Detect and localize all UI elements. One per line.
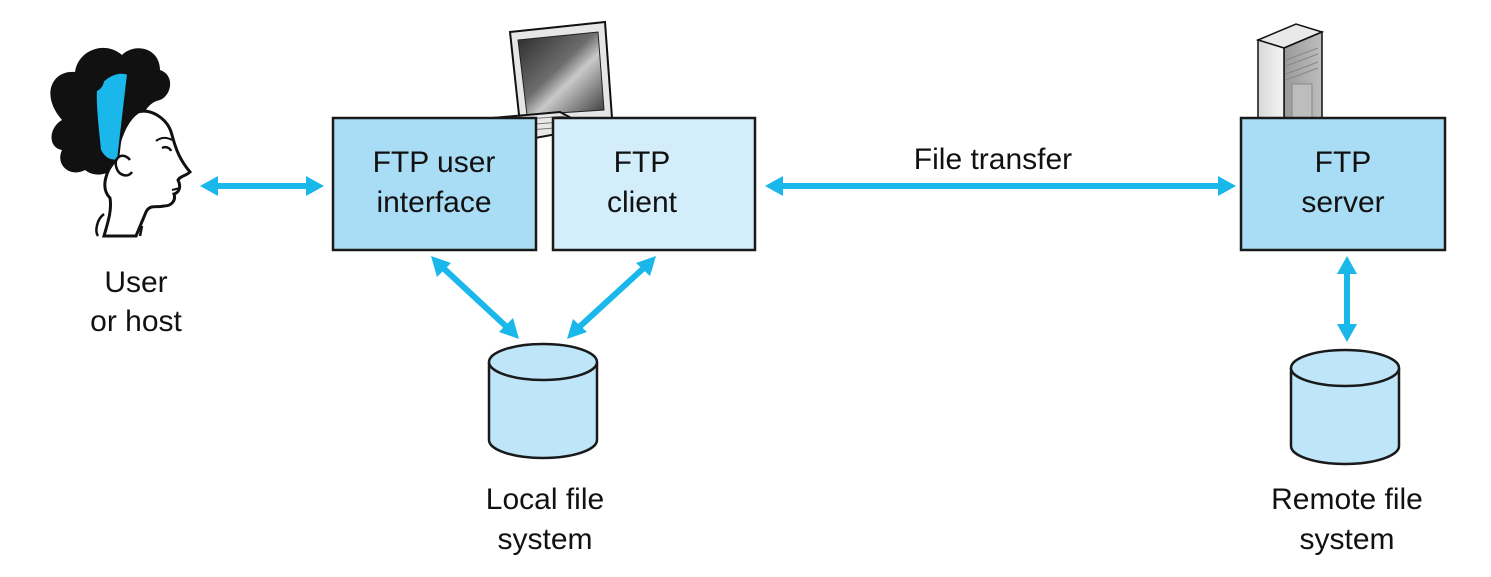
file-transfer-label: File transfer bbox=[914, 143, 1072, 176]
client-to-local-fs-arrow bbox=[567, 256, 656, 339]
remote-file-system-cylinder bbox=[1289, 348, 1401, 466]
remote-fs-label-line1: Remote file bbox=[1271, 483, 1423, 516]
user-label-line1: User bbox=[104, 266, 167, 299]
user-label-line2: or host bbox=[90, 305, 182, 338]
ftp-client-box: FTP client bbox=[551, 116, 757, 252]
local-fs-label-line2: system bbox=[497, 523, 592, 556]
file-transfer-arrow bbox=[765, 176, 1236, 196]
local-file-system-cylinder bbox=[487, 342, 599, 460]
server-to-remote-fs-arrow bbox=[1337, 256, 1357, 342]
ftp-user-interface-line2: interface bbox=[376, 186, 491, 219]
ftp-client-line1: FTP bbox=[614, 146, 671, 179]
user-to-interface-arrow bbox=[200, 176, 324, 196]
person-icon bbox=[50, 47, 193, 238]
ftp-server-box: FTP server bbox=[1239, 116, 1447, 252]
ftp-user-interface-line1: FTP user bbox=[373, 146, 496, 179]
remote-fs-label-line2: system bbox=[1299, 523, 1394, 556]
ftp-client-line2: client bbox=[607, 186, 678, 219]
local-fs-label-line1: Local file bbox=[486, 483, 604, 516]
interface-to-local-fs-arrow bbox=[431, 256, 519, 339]
ftp-server-line2: server bbox=[1301, 186, 1384, 219]
ftp-user-interface-box: FTP user interface bbox=[331, 116, 538, 252]
ftp-server-line1: FTP bbox=[1315, 146, 1372, 179]
